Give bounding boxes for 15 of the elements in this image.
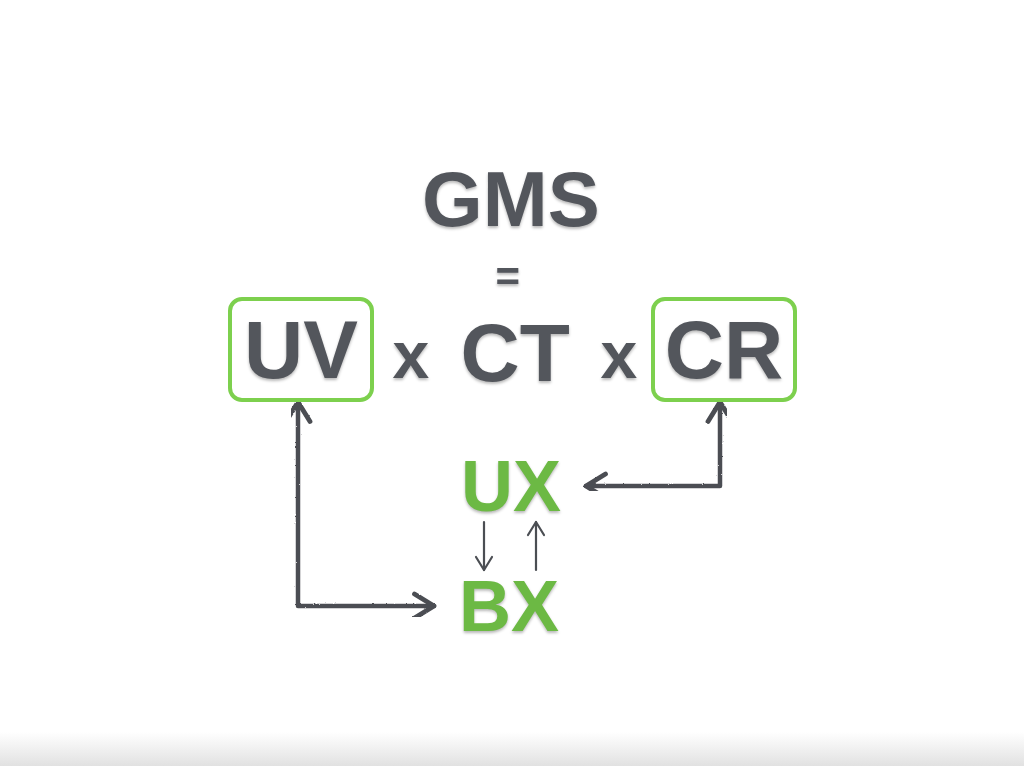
double-arrow	[583, 399, 735, 501]
formula-term: CR	[664, 308, 784, 391]
arrow	[474, 520, 494, 572]
multiplication-sign: x	[600, 322, 638, 388]
multiplication-sign: x	[392, 322, 430, 388]
formula-term: CT	[460, 312, 570, 394]
double-arrow	[283, 399, 437, 621]
rounded-frame	[228, 297, 374, 402]
arrow	[526, 520, 546, 572]
formula-term: BX	[459, 570, 559, 642]
equals-sign: =	[495, 256, 521, 298]
formula-term: UX	[461, 450, 561, 522]
formula-term: UV	[244, 308, 358, 391]
rounded-frame	[651, 297, 797, 402]
formula-term: GMS	[422, 160, 600, 238]
